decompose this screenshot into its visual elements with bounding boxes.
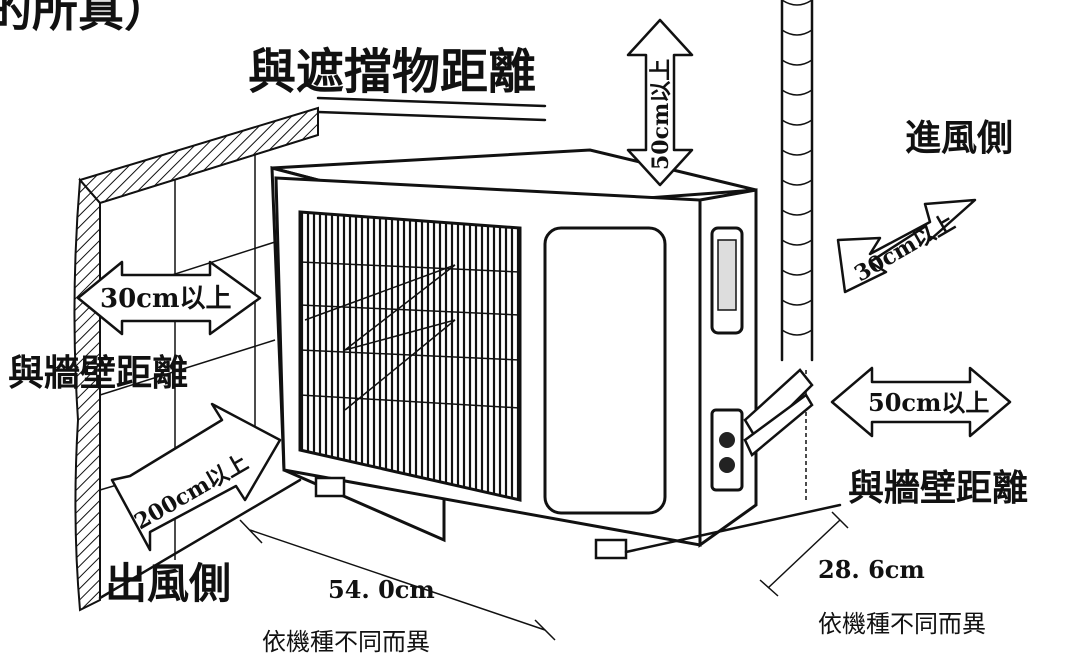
drain-pipe bbox=[780, 0, 814, 500]
arrow-front-outlet-clearance: 200cm以上 bbox=[110, 402, 282, 552]
outdoor-unit bbox=[98, 148, 842, 600]
width-dimension-label: 54. 0cm bbox=[328, 575, 435, 604]
obstacle-distance-label: 與遮擋物距離 bbox=[248, 44, 536, 100]
intake-side-label: 進風側 bbox=[905, 118, 1013, 159]
clearance-right-side-label: 50cm以上 bbox=[868, 388, 989, 417]
obstacle-lines bbox=[316, 96, 547, 122]
varies-left-note: 依機種不同而異 bbox=[262, 628, 430, 656]
top-fragment-text: 的所真） bbox=[0, 0, 170, 37]
wall-distance-right-label: 與牆壁距離 bbox=[848, 468, 1028, 509]
clearance-left-wall-label: 30cm以上 bbox=[100, 284, 232, 314]
wall-distance-left-label: 與牆壁距離 bbox=[8, 353, 188, 394]
clearance-top-label: 50cm以上 bbox=[648, 59, 674, 170]
outlet-side-label: 出風側 bbox=[105, 559, 231, 608]
arrow-left-wall-clearance: 30cm以上 bbox=[76, 260, 262, 336]
arrow-intake-clearance: 30cm以上 bbox=[836, 198, 977, 294]
back-wall bbox=[73, 106, 319, 612]
arrow-top-clearance: 50cm以上 bbox=[626, 18, 694, 187]
varies-right-note: 依機種不同而異 bbox=[818, 610, 986, 638]
arrow-right-side-clearance: 50cm以上 bbox=[830, 366, 1012, 438]
dimension-lines bbox=[239, 511, 849, 641]
depth-dimension-label: 28. 6cm bbox=[818, 555, 925, 584]
